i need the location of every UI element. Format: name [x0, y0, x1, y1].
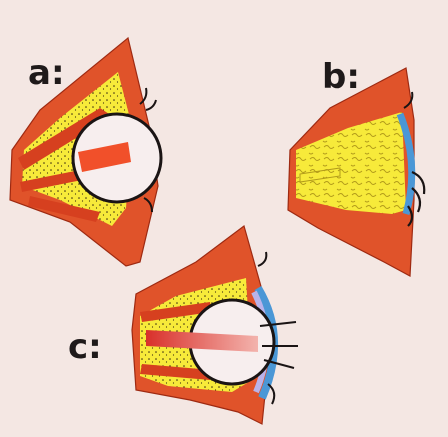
eyelash-c-top — [258, 252, 266, 266]
orbit-panel-c — [132, 226, 298, 424]
panel-label-a: a: — [28, 56, 65, 90]
panel-label-c: c: — [68, 330, 102, 364]
panel-label-b: b: — [322, 60, 360, 94]
orbit-panel-b — [288, 68, 424, 276]
